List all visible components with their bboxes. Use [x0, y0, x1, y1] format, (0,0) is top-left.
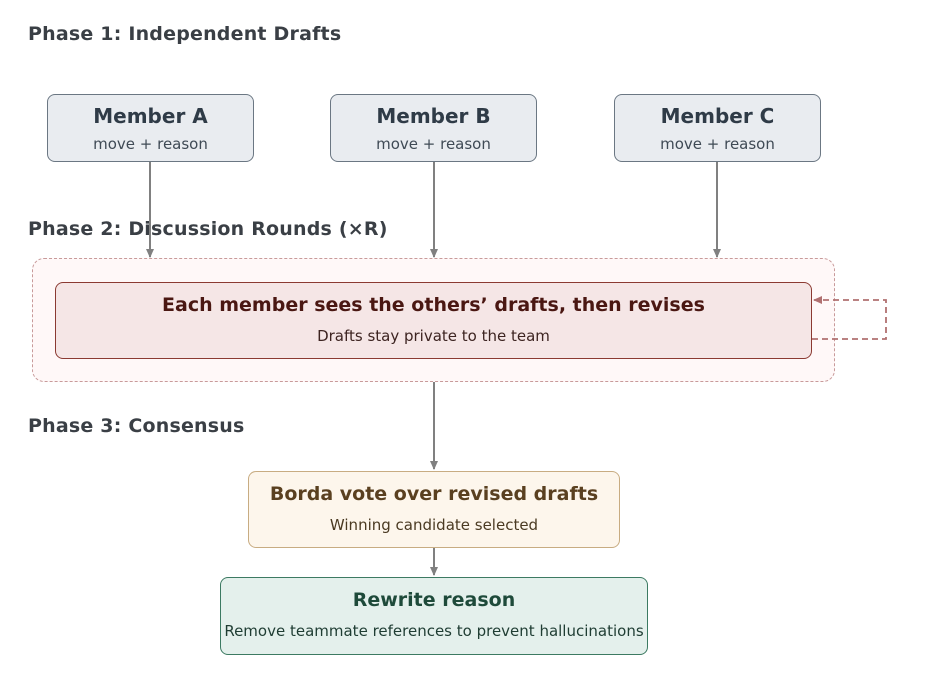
member-b-box: Member B move + reason	[330, 94, 537, 162]
phase-2-label: Phase 2: Discussion Rounds (×R)	[28, 218, 388, 240]
member-b-name: Member B	[376, 104, 491, 128]
discussion-box: Each member sees the others’ drafts, the…	[55, 282, 812, 359]
member-a-box: Member A move + reason	[47, 94, 254, 162]
member-a-name: Member A	[93, 104, 208, 128]
member-c-sub: move + reason	[660, 135, 775, 153]
borda-sub: Winning candidate selected	[329, 516, 539, 534]
rewrite-reason-box: Rewrite reason Remove teammate reference…	[220, 577, 648, 655]
member-c-name: Member C	[660, 104, 775, 128]
discussion-title: Each member sees the others’ drafts, the…	[162, 294, 705, 316]
rewrite-sub: Remove teammate references to prevent ha…	[224, 622, 644, 640]
phase-1-label: Phase 1: Independent Drafts	[28, 23, 342, 45]
member-c-box: Member C move + reason	[614, 94, 821, 162]
member-b-sub: move + reason	[376, 135, 491, 153]
phase-3-label: Phase 3: Consensus	[28, 415, 245, 437]
member-a-sub: move + reason	[93, 135, 208, 153]
rewrite-title: Rewrite reason	[352, 589, 516, 611]
borda-title: Borda vote over revised drafts	[269, 483, 599, 505]
borda-vote-box: Borda vote over revised drafts Winning c…	[248, 471, 620, 548]
discussion-sub: Drafts stay private to the team	[317, 327, 550, 345]
